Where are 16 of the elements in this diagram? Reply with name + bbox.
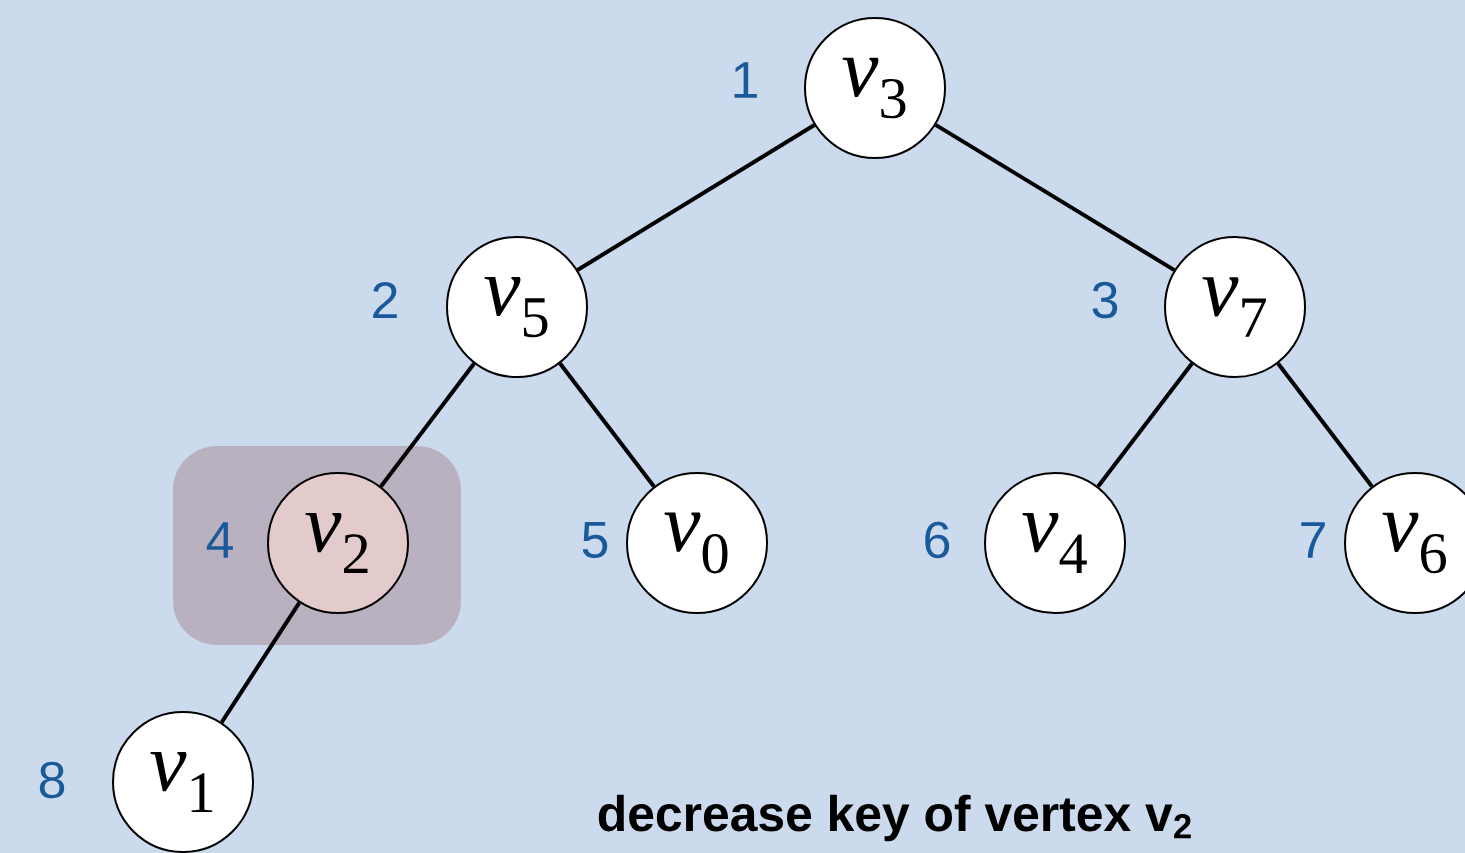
tree-edge <box>379 362 476 488</box>
index-label: 7 <box>1301 522 1325 558</box>
caption: decrease key of vertex v$_{2}$ <box>598 794 1191 842</box>
tree-edge <box>1276 362 1374 488</box>
tree-edge <box>576 123 816 272</box>
index-label: 1 <box>734 62 757 98</box>
tree-edge <box>558 362 656 488</box>
index-label: 5 <box>582 521 608 559</box>
index-label: 4 <box>206 522 233 558</box>
index-label: 8 <box>39 761 65 799</box>
tree-edge <box>934 123 1176 272</box>
index-label: 3 <box>1092 281 1118 319</box>
tree-edge <box>219 601 302 724</box>
tree-edge <box>1096 362 1194 488</box>
index-label: 6 <box>925 521 950 559</box>
index-label: 2 <box>373 281 397 319</box>
